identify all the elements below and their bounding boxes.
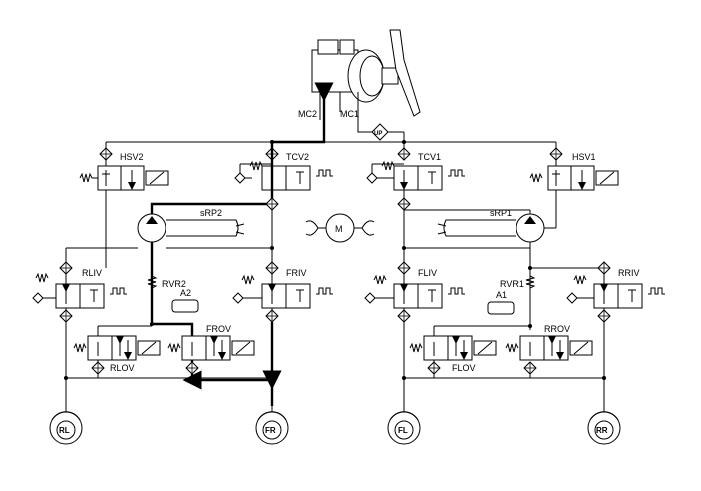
rliv-valve: RLIV <box>32 248 128 323</box>
up-marker: UP <box>357 92 404 141</box>
wheel-fl: FL <box>387 406 421 445</box>
flov-valve: FLOV <box>409 326 497 375</box>
svg-text:TCV1: TCV1 <box>418 152 441 162</box>
rrov-valve: RROV <box>505 324 593 375</box>
svg-text:sRP1: sRP1 <box>490 208 512 218</box>
mc2-label: MC2 <box>298 109 317 119</box>
wheel-rr: RR <box>587 406 621 445</box>
svg-text:RLOV: RLOV <box>110 363 135 373</box>
svg-text:RLIV: RLIV <box>82 268 102 278</box>
fliv-valve: FLIV <box>364 261 466 323</box>
tcv2-valve: TCV2 <box>234 147 334 191</box>
svg-text:FL: FL <box>398 426 408 435</box>
svg-text:UP: UP <box>374 131 382 137</box>
svg-text:FLOV: FLOV <box>452 363 476 373</box>
svg-text:HSV1: HSV1 <box>572 152 596 162</box>
svg-text:A1: A1 <box>496 290 507 300</box>
svg-text:RR: RR <box>596 426 608 435</box>
hsv1-valve: HSV1 <box>529 142 619 228</box>
rriv-valve: RRIV <box>566 261 666 323</box>
master-cylinder: MC1 MC2 <box>298 29 421 120</box>
frov-valve: FROV <box>167 324 255 375</box>
pump-motor: M <box>305 213 375 243</box>
svg-text:FLIV: FLIV <box>418 268 437 278</box>
svg-text:sRP2: sRP2 <box>200 208 222 218</box>
rvr2-label: RVR2 <box>162 279 186 289</box>
wheel-fr: FR <box>255 406 289 445</box>
svg-text:RL: RL <box>59 426 70 435</box>
friv-valve: FRIV <box>232 248 334 323</box>
mc1-label: MC1 <box>340 109 359 119</box>
svg-text:TCV2: TCV2 <box>286 152 309 162</box>
wheel-rl: RL <box>49 406 83 445</box>
svg-text:RRIV: RRIV <box>618 268 640 278</box>
rvr1-label: RVR1 <box>500 279 524 289</box>
rlov-valve: RLOV <box>73 326 161 375</box>
svg-text:A2: A2 <box>180 288 191 298</box>
svg-text:FRIV: FRIV <box>286 268 307 278</box>
tcv1-valve: TCV1 <box>366 142 466 211</box>
srp1-pump: sRP1 <box>437 208 545 243</box>
svg-text:M: M <box>335 224 343 234</box>
svg-text:FROV: FROV <box>206 324 231 334</box>
srp2-pump: sRP2 <box>137 208 245 243</box>
a1-accumulator: A1 <box>487 290 515 315</box>
svg-text:RROV: RROV <box>544 324 570 334</box>
hsv2-valve: HSV2 <box>79 142 169 268</box>
a2-accumulator: A2 <box>171 288 199 313</box>
svg-text:FR: FR <box>265 426 276 435</box>
svg-text:HSV2: HSV2 <box>120 152 144 162</box>
